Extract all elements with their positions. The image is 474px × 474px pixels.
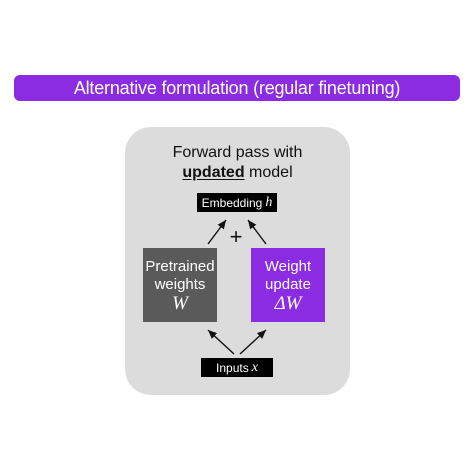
pretrained-weights-box: Pretrained weights W	[143, 248, 217, 322]
pretrained-symbol: W	[172, 292, 188, 314]
banner-title: Alternative formulation (regular finetun…	[73, 77, 401, 98]
caption-line-1: Forward pass with	[172, 144, 303, 161]
inputs-symbol: x	[251, 359, 258, 375]
caption-rest: model	[244, 164, 293, 181]
arrow-update-to-embedding	[247, 219, 267, 245]
pretrained-line-1: Pretrained	[145, 257, 215, 275]
plus-sign: +	[229, 224, 243, 249]
update-line-1: Weight	[264, 257, 312, 275]
caption-line-2: updated model	[125, 163, 350, 183]
inputs-label: Inputs	[216, 360, 249, 375]
arrow-pretrained-to-embedding	[207, 219, 227, 245]
pretrained-line-2: weights	[154, 275, 206, 293]
caption-emphasis: updated	[182, 164, 245, 181]
embedding-label: Embedding	[201, 195, 263, 210]
weight-update-box: Weight update ΔW	[251, 248, 325, 322]
title-banner: Alternative formulation (regular finetun…	[14, 75, 460, 101]
arrow-inputs-to-pretrained	[207, 329, 235, 355]
update-symbol: ΔW	[274, 292, 302, 314]
arrow-inputs-to-update	[239, 329, 267, 355]
update-line-2: update	[265, 275, 311, 293]
embedding-symbol: h	[265, 194, 273, 210]
panel-caption: Forward pass with updated model	[125, 143, 350, 183]
